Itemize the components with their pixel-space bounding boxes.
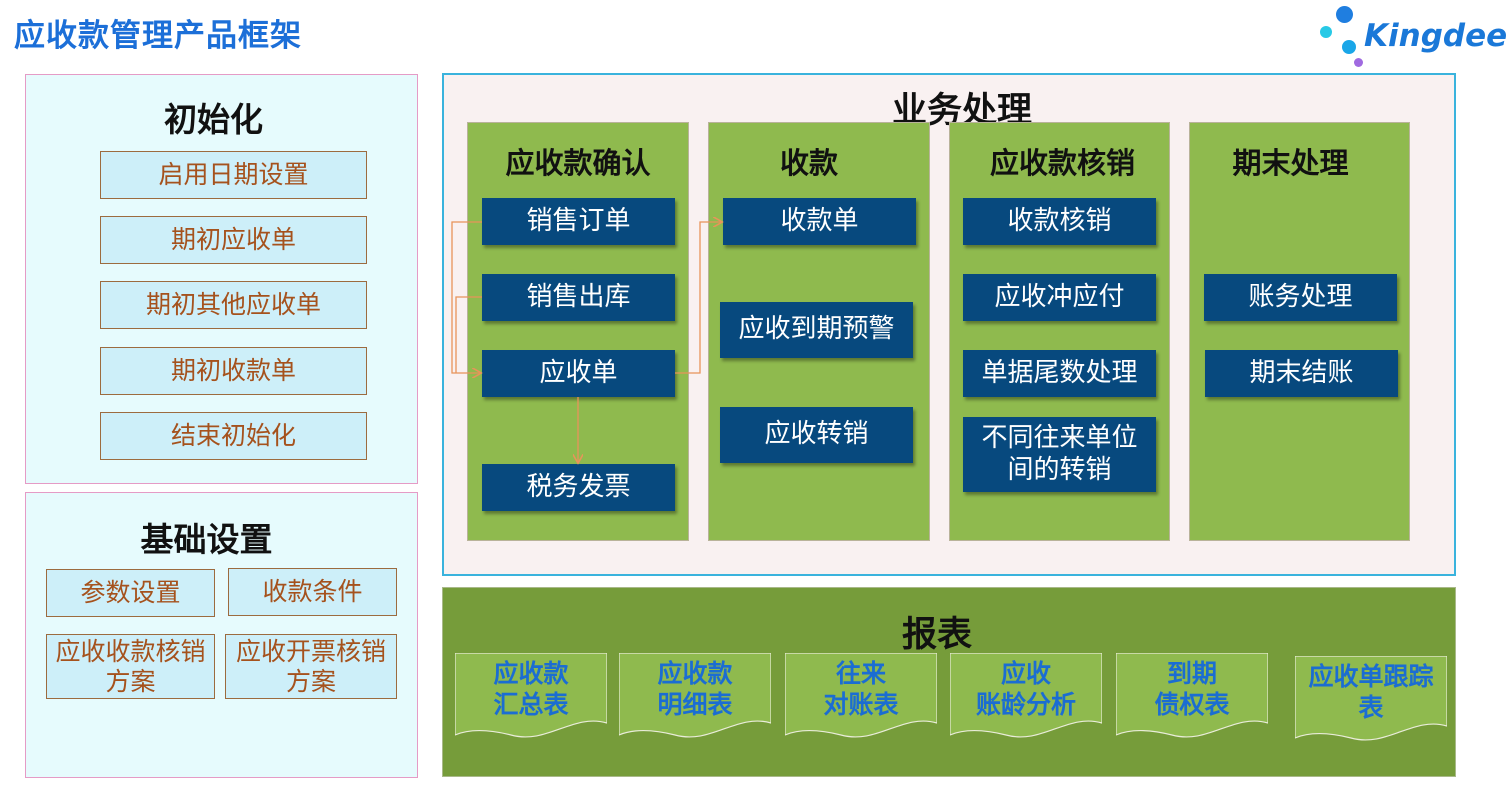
item-due-warning[interactable]: 应收到期预警 — [720, 302, 913, 358]
item-period-end-closing[interactable]: 期末结账 — [1205, 350, 1398, 397]
base-item-receipt-writeoff-scheme[interactable]: 应收收款核销方案 — [46, 634, 215, 699]
column-title-period-end: 期末处理 — [1232, 146, 1349, 180]
reports-panel — [442, 587, 1456, 777]
report-label: 应收款 明细表 — [657, 658, 733, 719]
column-title-receipt: 收款 — [779, 146, 838, 180]
item-sales-order[interactable]: 销售订单 — [482, 198, 675, 245]
report-label: 到期 债权表 — [1154, 658, 1230, 719]
item-receipt-bill[interactable]: 收款单 — [723, 198, 916, 245]
column-title-receivable-writeoff: 应收款核销 — [989, 146, 1135, 180]
item-receipt-writeoff[interactable]: 收款核销 — [963, 198, 1156, 245]
report-label: 应收 账龄分析 — [975, 658, 1076, 719]
logo-dot-icon — [1336, 6, 1353, 23]
document-shape-icon — [619, 653, 771, 738]
item-receivable-bill[interactable]: 应收单 — [482, 350, 675, 397]
base-item-parameter-settings[interactable]: 参数设置 — [46, 569, 215, 617]
logo-dot-icon — [1320, 26, 1332, 38]
base-item-invoice-writeoff-scheme[interactable]: 应收开票核销方案 — [225, 634, 397, 699]
init-item-opening-other-receivable[interactable]: 期初其他应收单 — [100, 281, 367, 329]
report-label: 应收款 汇总表 — [493, 658, 569, 719]
item-receivable-transfer[interactable]: 应收转销 — [720, 407, 913, 463]
report-receivable-detail[interactable]: 应收款 明细表 — [619, 653, 771, 743]
item-receivable-offset-payable[interactable]: 应收冲应付 — [963, 274, 1156, 321]
report-aging-analysis[interactable]: 应收 账龄分析 — [950, 653, 1102, 743]
item-sales-outbound[interactable]: 销售出库 — [482, 274, 675, 321]
basic-settings-title: 基础设置 — [140, 520, 273, 559]
report-label: 往来 对账表 — [823, 658, 899, 719]
init-item-opening-receivable[interactable]: 期初应收单 — [100, 216, 367, 264]
logo-dot-icon — [1354, 58, 1363, 67]
item-tax-invoice[interactable]: 税务发票 — [482, 464, 675, 511]
document-shape-icon — [455, 653, 607, 738]
report-receivable-summary[interactable]: 应收款 汇总表 — [455, 653, 607, 743]
logo-dot-icon — [1342, 40, 1356, 54]
item-accounting-processing[interactable]: 账务处理 — [1204, 274, 1397, 321]
basic-settings-panel: 基础设置 参数设置 收款条件 应收收款核销方案 应收开票核销方案 — [25, 492, 418, 778]
report-receivable-tracking[interactable]: 应收单跟踪 表 — [1295, 656, 1447, 746]
base-item-payment-terms[interactable]: 收款条件 — [228, 568, 397, 616]
column-title-receivable-confirmation: 应收款确认 — [505, 146, 651, 180]
initialization-panel: 初始化 启用日期设置 期初应收单 期初其他应收单 期初收款单 结束初始化 — [25, 74, 418, 484]
report-due-claims[interactable]: 到期 债权表 — [1116, 653, 1268, 743]
initialization-title: 初始化 — [164, 100, 263, 139]
reports-title: 报表 — [901, 615, 972, 655]
document-shape-icon — [1116, 653, 1268, 738]
init-item-start-date[interactable]: 启用日期设置 — [100, 151, 367, 199]
report-reconciliation[interactable]: 往来 对账表 — [785, 653, 937, 743]
item-cross-entity-transfer[interactable]: 不同往来单位间的转销 — [963, 417, 1156, 492]
item-bill-remainder-processing[interactable]: 单据尾数处理 — [963, 350, 1156, 397]
document-shape-icon — [950, 653, 1102, 738]
init-item-end-initialization[interactable]: 结束初始化 — [100, 412, 367, 460]
kingdee-logo: Kingdee — [1318, 4, 1506, 68]
document-shape-icon — [785, 653, 937, 738]
document-shape-icon — [1295, 656, 1447, 741]
logo-text: Kingdee — [1364, 18, 1506, 54]
column-period-end — [1189, 122, 1410, 541]
report-label: 应收单跟踪 表 — [1308, 661, 1434, 722]
page-title: 应收款管理产品框架 — [14, 18, 302, 54]
init-item-opening-receipt[interactable]: 期初收款单 — [100, 347, 367, 395]
